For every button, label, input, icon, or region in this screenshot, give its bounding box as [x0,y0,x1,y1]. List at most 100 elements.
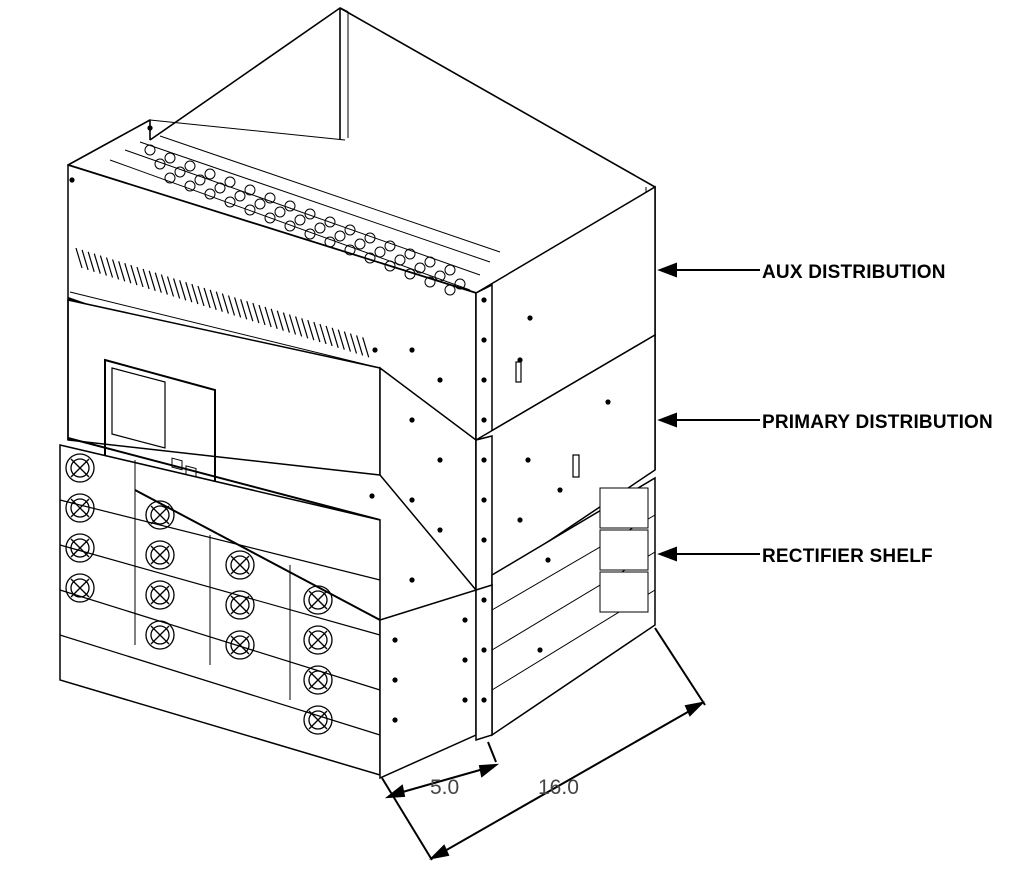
vent-slot [209,289,217,310]
fan-blade [150,505,170,525]
vent-slot [142,268,150,290]
mounting-hole [369,493,375,499]
breaker-terminal [364,252,376,264]
vent-slot [258,304,266,326]
breaker-terminal [364,232,376,244]
fan-inner [150,625,170,645]
breaker-terminal [344,244,356,256]
vent-slot [166,276,175,297]
mounting-hole [392,717,398,723]
depth-front-dimension-label: 5.0 [430,776,459,799]
vent-slot [130,264,138,286]
mounting-hole [481,297,487,303]
breaker-terminal [194,174,206,186]
mounting-hole [545,557,551,563]
fan-outer [65,493,95,523]
fan-blade [150,545,170,565]
mounting-hole [481,697,487,703]
mounting-hole [392,677,398,683]
fan-blade [308,630,328,650]
vent-slot [343,331,351,352]
vent-slot [325,325,333,347]
mounting-hole [69,177,75,183]
breaker-terminal [454,278,466,290]
fan-outer [303,665,333,695]
fan-inner [150,545,170,565]
breaker-terminal [154,158,166,170]
fan-outer [225,550,255,580]
fan-inner [150,505,170,525]
rectifier-side-labels [599,487,649,613]
fan-inner [308,710,328,730]
breaker-terminal [234,190,246,202]
mounting-hole [437,377,443,383]
vent-slot [313,321,321,343]
vent-slot [185,282,193,303]
fan-inner [308,590,328,610]
vent-slot [160,274,168,295]
vent-slot [240,299,248,320]
breaker-terminal [304,228,316,240]
breaker-terminal [284,220,296,232]
fan-inner [70,458,90,478]
vent-slot [154,272,162,293]
breaker-terminal [294,214,306,226]
vent-slot [356,335,364,356]
breaker-terminal [184,160,196,172]
mounting-hole [462,657,468,663]
breaker-terminal [424,276,436,288]
vent-slot [173,278,181,299]
breaker-terminal [344,224,356,236]
mounting-hole [527,315,533,321]
mounting-hole [462,617,468,623]
fan-outer [303,625,333,655]
vent-slot [295,316,303,337]
breaker-terminal [444,284,456,296]
depth-total-dimension-line [435,704,701,857]
breaker-terminal [324,216,336,228]
vent-slot [276,310,284,331]
mounting-hole [481,597,487,603]
mounting-hole [409,577,415,583]
fan-inner [70,578,90,598]
mounting-hole [557,487,563,493]
vent-slot [197,285,205,307]
vent-slot [227,295,236,316]
vent-slot [337,329,345,350]
fan-outer [303,585,333,615]
vent-slot [118,261,126,282]
breaker-terminal [324,236,336,248]
breaker-terminal [384,260,396,272]
fan-blade [308,670,328,690]
fan-inner [308,630,328,650]
vent-slot [203,287,211,309]
breaker-terminal [224,176,236,188]
callouts [657,262,760,562]
fan-blade [70,458,90,478]
vent-slot [301,318,309,339]
vent-slot [99,255,107,276]
vent-slot [234,297,242,318]
fan-blade [230,555,250,575]
mounting-hole [462,697,468,703]
fan-blade [308,710,328,730]
mounting-hole [481,377,487,383]
breaker-terminal [394,254,406,266]
fan-outer [65,533,95,563]
vent-slot [93,253,101,274]
primary-distribution-label: PRIMARY DISTRIBUTION [762,412,993,433]
fan-outer [145,580,175,610]
fan-blade [70,538,90,558]
fan-blade [70,578,90,598]
mounting-hole [481,337,487,343]
fan-inner [230,555,250,575]
breaker-terminal [144,144,156,156]
mounting-hole [409,417,415,423]
vent-slot [124,263,132,284]
mounting-hole [481,457,487,463]
breaker-terminal [204,188,216,200]
fan-inner [308,670,328,690]
breaker-terminal [184,180,196,192]
breaker-terminal [274,206,286,218]
